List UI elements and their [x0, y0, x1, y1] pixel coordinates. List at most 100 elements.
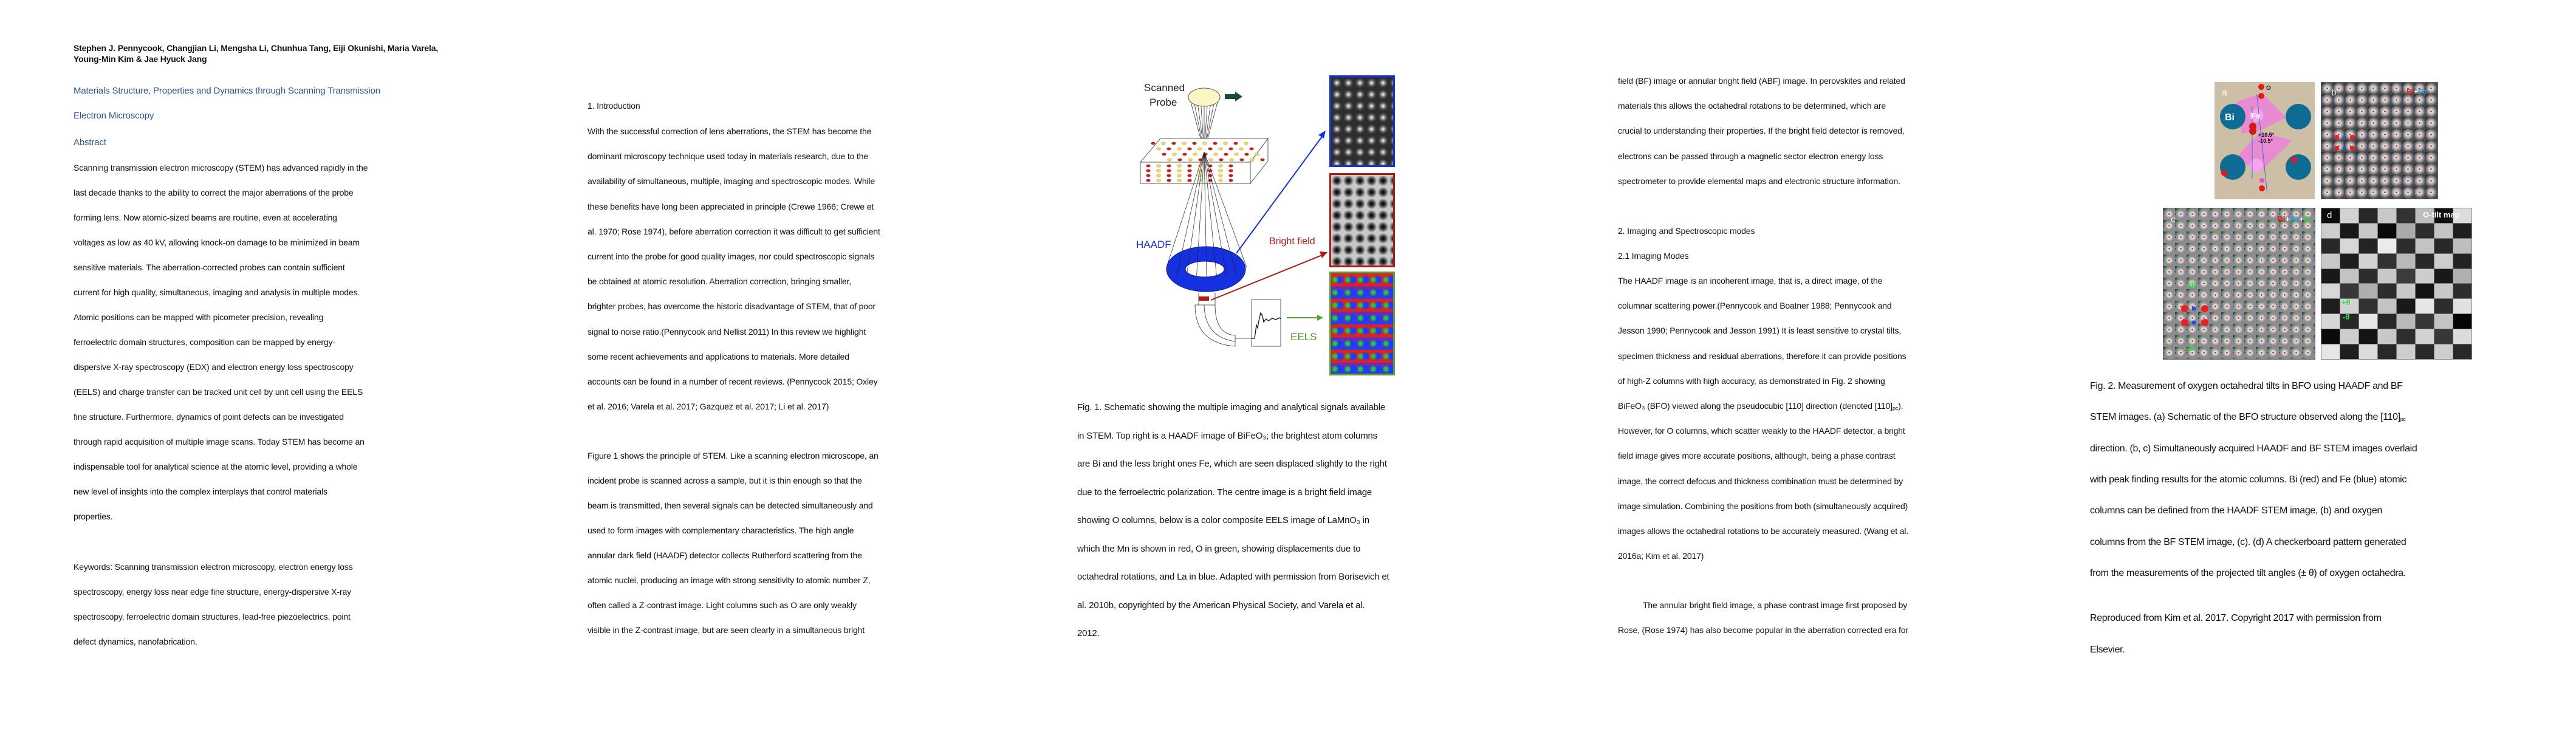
tilt-cell — [2340, 223, 2358, 238]
panel-d-label: d — [2327, 210, 2332, 221]
atom — [1166, 164, 1171, 168]
tilt-cell — [2416, 238, 2434, 253]
atom — [1177, 169, 1182, 173]
legend-bi: Bi — [2406, 87, 2414, 96]
tilt-cell — [2340, 208, 2358, 223]
eels-arrowhead-icon — [1317, 315, 1323, 321]
eels-label: EELS — [1290, 331, 1317, 343]
atom — [1166, 169, 1171, 173]
text-line: Atomic positions can be mapped with pico… — [74, 312, 324, 322]
text-line: columns can be defined from the HAADF ST… — [2090, 505, 2382, 516]
text-line: spectroscopy, energy loss near edge fine… — [74, 587, 351, 597]
tilt-cell — [2453, 299, 2472, 314]
text-line: accounts can be found in a number of rec… — [587, 377, 878, 386]
atom — [1228, 174, 1233, 177]
atom — [1162, 152, 1166, 156]
legend-plus: + — [2299, 214, 2304, 224]
atom — [1167, 158, 1172, 162]
text-line: indispensable tool for analytical scienc… — [74, 462, 358, 471]
atom — [1156, 147, 1161, 151]
text-line: 2012. — [1077, 628, 1100, 638]
text-line: through rapid acquisition of multiple im… — [74, 437, 365, 447]
text-line: fine structure. Furthermore, dynamics of… — [74, 412, 344, 422]
text-line: with peak finding results for the atomic… — [2090, 474, 2407, 485]
text-line: octahedral rotations, and La in blue. Ad… — [1077, 572, 1389, 582]
tilt-cell — [2359, 253, 2377, 269]
text-line: used to form images with complementary c… — [587, 525, 854, 535]
scan-direction-arrow-icon — [1225, 92, 1242, 101]
text-line: some recent achievements and application… — [587, 351, 849, 361]
atom — [1177, 179, 1182, 182]
text-line: current into the probe for good quality … — [587, 252, 875, 261]
author-list: Stephen J. Pennycook, Changjian Li, Meng… — [74, 43, 438, 64]
text-line: beam is transmitted, then several signal… — [587, 501, 873, 510]
tilt-cell — [2378, 329, 2396, 344]
tilt-cell — [2321, 269, 2340, 284]
text-line: field (BF) image or annular bright field… — [1618, 76, 1905, 86]
tilt-cell — [2340, 238, 2358, 253]
text-line: of high-Z columns with high accuracy, as… — [1618, 375, 1885, 386]
text-line: al. 1970; Rose 1974), before aberration … — [587, 226, 880, 236]
tilt-cell — [2378, 208, 2396, 223]
atom — [1218, 147, 1223, 151]
tilt-cell — [2397, 208, 2415, 223]
figure-1-schematic: Scanned Probe HAADF Bright field — [1136, 82, 1327, 347]
atom — [1166, 179, 1171, 182]
bright-field-label: Bright field — [1269, 236, 1315, 247]
text-line: Keywords: Scanning transmission electron… — [74, 562, 353, 572]
tilt-cell — [2340, 344, 2358, 359]
text-segment: BiFeO₃ (BFO) viewed along the pseudocubi… — [1618, 401, 1893, 411]
atom — [1234, 152, 1239, 156]
atom — [1156, 179, 1161, 182]
plus-tilt-angle: +10.5° — [2258, 132, 2275, 138]
text-line: defect dynamics, nanofabrication. — [74, 637, 197, 646]
plus-theta-label: +θ — [2187, 280, 2196, 290]
eels-spectrum-plot — [1251, 299, 1281, 347]
bright-field-detector — [1199, 296, 1209, 301]
text-segment: STEM images. (a) Schematic of the BFO st… — [2090, 412, 2400, 423]
tilt-cell — [2340, 269, 2358, 284]
text-line: et al. 2016; Varela et al. 2017; Gazquez… — [587, 402, 829, 412]
atom — [1260, 158, 1265, 162]
atom — [1156, 169, 1161, 173]
text-line: due to the ferroelectric polarization. T… — [1077, 487, 1372, 498]
tilt-cell — [2416, 299, 2434, 314]
text-line: Fig. 1. Schematic showing the multiple i… — [1077, 402, 1385, 412]
bf-arrowhead-icon — [1320, 252, 1327, 258]
text-line: from the measurements of the projected t… — [2090, 567, 2406, 578]
legend-fe: Fe — [2290, 214, 2300, 224]
text-line: visible in the Z-contrast image, but are… — [587, 625, 865, 635]
text-line: images allows the octahedral rotations t… — [1618, 526, 1909, 536]
atom — [1151, 142, 1156, 145]
peak-markers — [2321, 83, 2437, 199]
text-line: spectrometer to provide elemental maps a… — [1618, 176, 1900, 186]
section-heading-imaging-spectroscopic: 2. Imaging and Spectroscopic modes — [1618, 226, 1755, 236]
atom — [1146, 179, 1151, 182]
tilt-cell — [2416, 344, 2434, 359]
tilt-cell — [2453, 344, 2472, 359]
atom — [1233, 142, 1238, 145]
tilt-cell — [2434, 284, 2453, 299]
tilt-cell — [2416, 329, 2434, 344]
sample-slab — [1140, 137, 1269, 185]
text-line: However, for O columns, which scatter we… — [1618, 426, 1905, 436]
text-line: which the Mn is shown in red, O in green… — [1077, 543, 1361, 554]
atom — [1192, 142, 1197, 145]
tilt-cell — [2378, 284, 2396, 299]
atom — [1244, 152, 1249, 156]
text-line: often called a Z-contrast image. Light c… — [587, 600, 857, 610]
text-line: availability of simultaneous, multiple, … — [587, 176, 875, 187]
atom — [1177, 147, 1182, 151]
atom — [1172, 152, 1177, 156]
tilt-cell — [2416, 284, 2434, 299]
atom — [1187, 147, 1192, 151]
text-line: direction. (b, c) Simultaneously acquire… — [2090, 443, 2417, 454]
text-line: new level of insights into the complex i… — [74, 487, 327, 496]
probe-label: Probe — [1149, 97, 1177, 108]
text-line: (EELS) and charge transfer can be tracke… — [74, 387, 363, 397]
tilt-cell — [2359, 314, 2377, 329]
text-line: Materials Structure, Properties and Dyna… — [74, 86, 380, 96]
atom — [1193, 152, 1197, 156]
text-line: columnar scattering power.(Pennycook and… — [1618, 301, 1892, 311]
atom — [1228, 169, 1233, 173]
